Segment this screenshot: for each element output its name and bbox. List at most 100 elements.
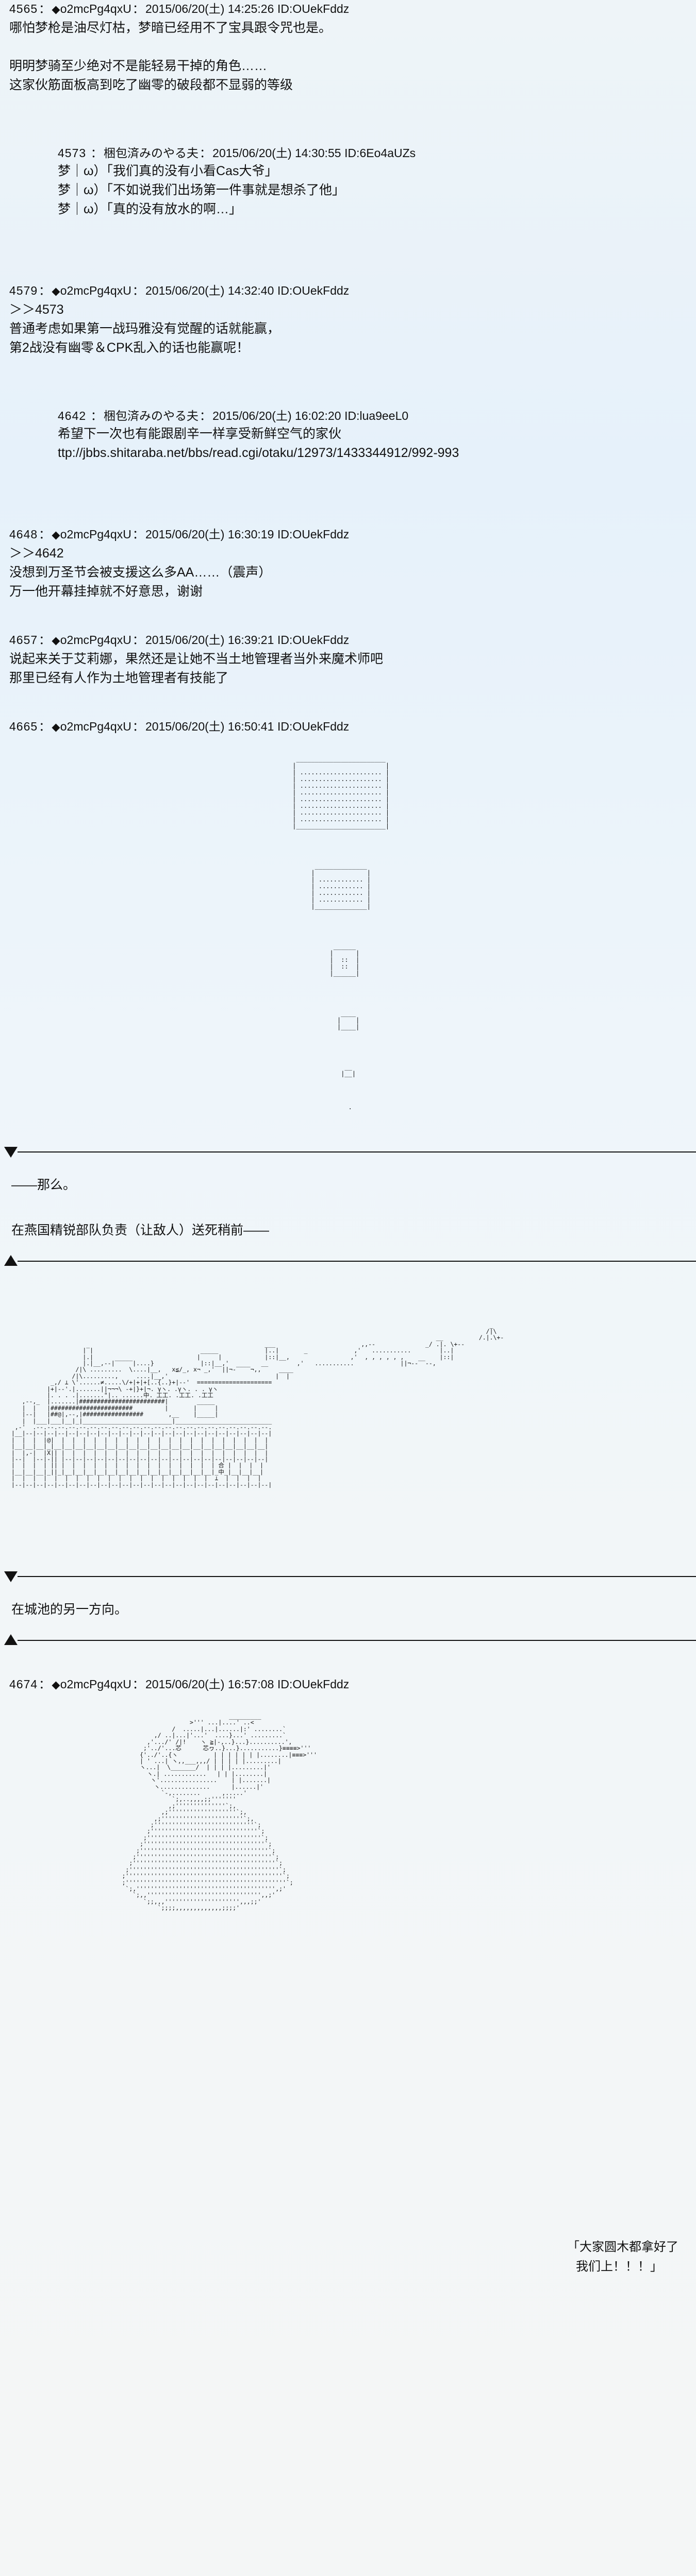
post-number[interactable]: 4657 [9,633,38,647]
post-4579: 4579：◆o2mcPg4qxU：2015/06/20(土) 14:32:40 … [0,282,696,358]
header-colon: ： [39,528,51,541]
post-4665: 4665：◆o2mcPg4qxU：2015/06/20(土) 16:50:41 … [0,718,696,736]
post-date: 2015/06/20(土) 14:25:26 [145,2,274,15]
post-uid: ID:OUekFddz [277,2,350,15]
post-body: ＞＞4642 没想到万圣节会被支援这么多AA……（震声） 万一他开幕挂掉就不好意… [9,546,272,599]
post-header: 4674：◆o2mcPg4qxU：2015/06/20(土) 16:57:08 … [9,1675,696,1694]
header-colon: ： [199,146,212,160]
post-header: 4573 ：梱包済みのやる夫：2015/06/20(土) 14:30:55 ID… [58,144,696,162]
post-header: 4565：◆o2mcPg4qxU：2015/06/20(土) 14:25:26 … [9,0,696,19]
post-author: o2mcPg4qxU [60,528,131,541]
post-uid: ID:6Eo4aUZs [344,146,416,160]
up-triangle-icon [4,1255,18,1266]
post-uid: ID:OUekFddz [277,528,350,541]
post-4674: 4674：◆o2mcPg4qxU：2015/06/20(土) 16:57:08 … [0,1675,696,1694]
post-date: 2015/06/20(土) 16:39:21 [145,633,274,647]
post-4642: 4642 ：梱包済みのやる夫：2015/06/20(土) 16:02:20 ID… [0,407,696,463]
post-link[interactable]: ttp://jbbs.shitaraba.net/bbs/read.cgi/ot… [58,446,459,460]
header-colon: ： [39,633,51,647]
narration-top-divider [0,1571,696,1583]
header-colon: ： [39,1677,51,1691]
post-4657: 4657：◆o2mcPg4qxU：2015/06/20(土) 16:39:21 … [0,631,696,688]
spacer [0,463,696,512]
post-uid: ID:OUekFddz [277,1677,350,1691]
spacer [0,1117,696,1147]
post-body: 希望下一次也有能跟剧辛一样享受新鲜空气的家伙 [58,427,342,441]
header-colon: ： [132,284,145,297]
post-number[interactable]: 4642 [58,409,87,422]
post-header: 4648：◆o2mcPg4qxU：2015/06/20(土) 16:30:19 … [9,526,696,544]
post-author: o2mcPg4qxU [60,2,131,15]
header-colon: ： [39,2,51,15]
down-triangle-icon [4,1147,18,1158]
post-date: 2015/06/20(土) 16:02:20 [212,409,341,422]
post-date: 2015/06/20(土) 16:50:41 [145,720,274,733]
post-uid: ID:lua9eeL0 [344,409,409,422]
trip-diamond-icon: ◆ [52,1679,60,1691]
spacer [0,1266,696,1316]
post-author: o2mcPg4qxU [60,284,131,297]
trip-diamond-icon: ◆ [52,285,60,297]
post-body: 梦｜ω）「我们真的没有小看Cas大爷」 梦｜ω）「不如说我们出场第一件事就是想杀… [58,164,345,216]
narration-bottom-divider [0,1634,696,1646]
header-colon: ： [90,409,103,422]
header-colon: ： [90,146,103,160]
spacer [0,1494,696,1571]
post-header: 4642 ：梱包済みのやる夫：2015/06/20(土) 16:02:20 ID… [58,407,696,425]
post-body: 哪怕梦枪是油尽灯枯，梦暗已经用不了宝具跟令咒也是。 明明梦骑至少绝对不是能轻易干… [9,21,332,92]
narration-top-divider [0,1147,696,1158]
post-number[interactable]: 4674 [9,1677,38,1691]
post-number[interactable]: 4565 [9,2,38,15]
spacer [0,601,696,631]
trip-diamond-icon: ◆ [52,529,60,541]
spacer [0,268,696,282]
down-triangle-icon [4,1571,18,1582]
header-colon: ： [132,528,145,541]
post-number[interactable]: 4665 [9,720,38,733]
header-colon: ： [39,284,51,297]
post-uid: ID:OUekFddz [277,633,350,647]
spacer [0,1694,696,1707]
spacer [0,688,696,718]
post-header: 4657：◆o2mcPg4qxU：2015/06/20(土) 16:39:21 … [9,631,696,650]
speech-line-2: 我们上！！！」 [576,2260,662,2274]
spacer [0,95,696,144]
spacer [0,219,696,268]
post-body: ＞＞4573 普通考虑如果第一战玛雅没有觉醒的话就能赢， 第2战没有幽零＆CPK… [9,302,280,355]
header-colon: ： [132,633,145,647]
post-date: 2015/06/20(土) 16:57:08 [145,1677,274,1691]
speech-line-1: 「大家圆木都拿好了 [567,2240,678,2254]
trip-diamond-icon: ◆ [52,721,60,733]
post-number[interactable]: 4573 [58,146,87,160]
spacer [0,1646,696,1675]
header-colon: ： [39,720,51,733]
post-number[interactable]: 4648 [9,528,38,541]
spacer [0,736,696,750]
trip-diamond-icon: ◆ [52,635,60,647]
post-4573: 4573 ：梱包済みのやる夫：2015/06/20(土) 14:30:55 ID… [0,144,696,219]
post-number[interactable]: 4579 [9,284,38,297]
header-colon: ： [132,720,145,733]
header-colon: ： [132,2,145,15]
spacer [0,358,696,407]
post-date: 2015/06/20(土) 14:30:55 [212,146,341,160]
divider-rule [18,1151,696,1153]
post-4648: 4648：◆o2mcPg4qxU：2015/06/20(土) 16:30:19 … [0,526,696,601]
up-triangle-icon [4,1634,18,1645]
post-uid: ID:OUekFddz [277,720,350,733]
post-author: 梱包済みのやる夫 [103,146,198,160]
narration-bottom-divider [0,1255,696,1266]
divider-rule [18,1575,696,1577]
post-4565: 4565：◆o2mcPg4qxU：2015/06/20(土) 14:25:26 … [0,0,696,95]
spacer [0,512,696,526]
divider-rule [18,1639,696,1641]
ascii-art-zoom-boxes: ________________________ | | | .........… [292,756,390,1111]
post-header: 4579：◆o2mcPg4qxU：2015/06/20(土) 14:32:40 … [9,282,696,300]
post-header: 4665：◆o2mcPg4qxU：2015/06/20(土) 16:50:41 … [9,718,696,736]
trip-diamond-icon: ◆ [52,4,60,15]
post-author: 梱包済みのやる夫 [103,409,198,422]
divider-rule [18,1261,696,1262]
post-body: 说起来关于艾莉娜，果然还是让她不当土地管理者当外来魔术师吧 那里已经有人作为土地… [9,652,384,685]
post-author: o2mcPg4qxU [60,1677,131,1691]
